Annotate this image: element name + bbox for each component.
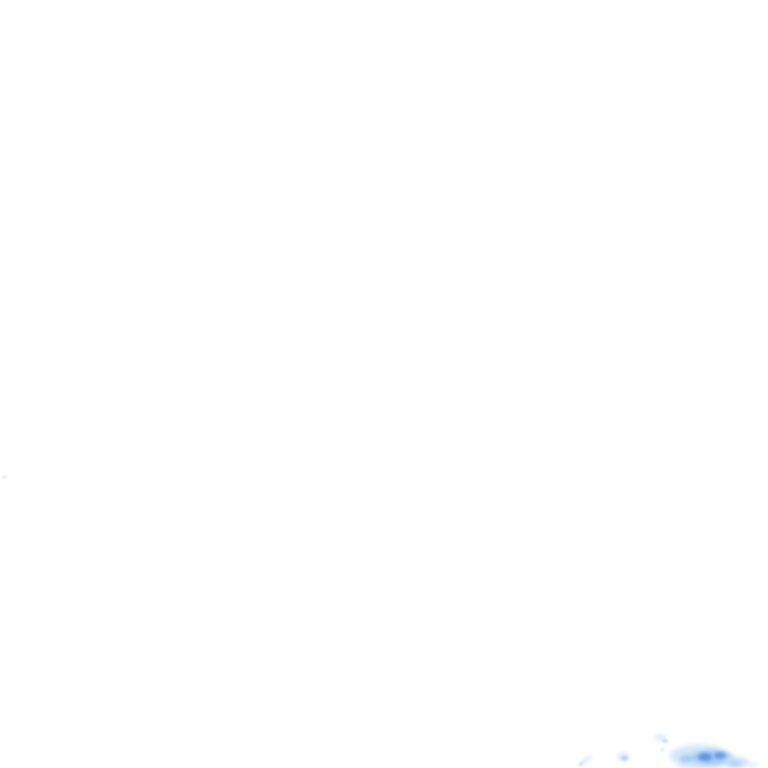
radar-echo-blob (714, 752, 726, 759)
radar-echo-blob (654, 734, 666, 741)
radar-echo-blob (698, 753, 712, 761)
radar-echo-blob (617, 752, 630, 761)
radar-echo-blob (728, 760, 742, 767)
radar-echo-blob (621, 756, 628, 761)
radar-echo-blob (724, 757, 750, 768)
radar-echo-blob (660, 748, 665, 752)
radar-echo-blob (676, 762, 706, 768)
radar-echo-blob (579, 753, 594, 766)
radar-echo-blob (748, 762, 758, 768)
radar-echo-blob (670, 745, 728, 767)
radar-echo-blob (662, 739, 668, 743)
radar-echo-blob (577, 760, 585, 768)
radar-echo-blob (680, 755, 692, 763)
radar-echo-blob (690, 750, 734, 766)
radar-echo-blob (2, 475, 7, 479)
